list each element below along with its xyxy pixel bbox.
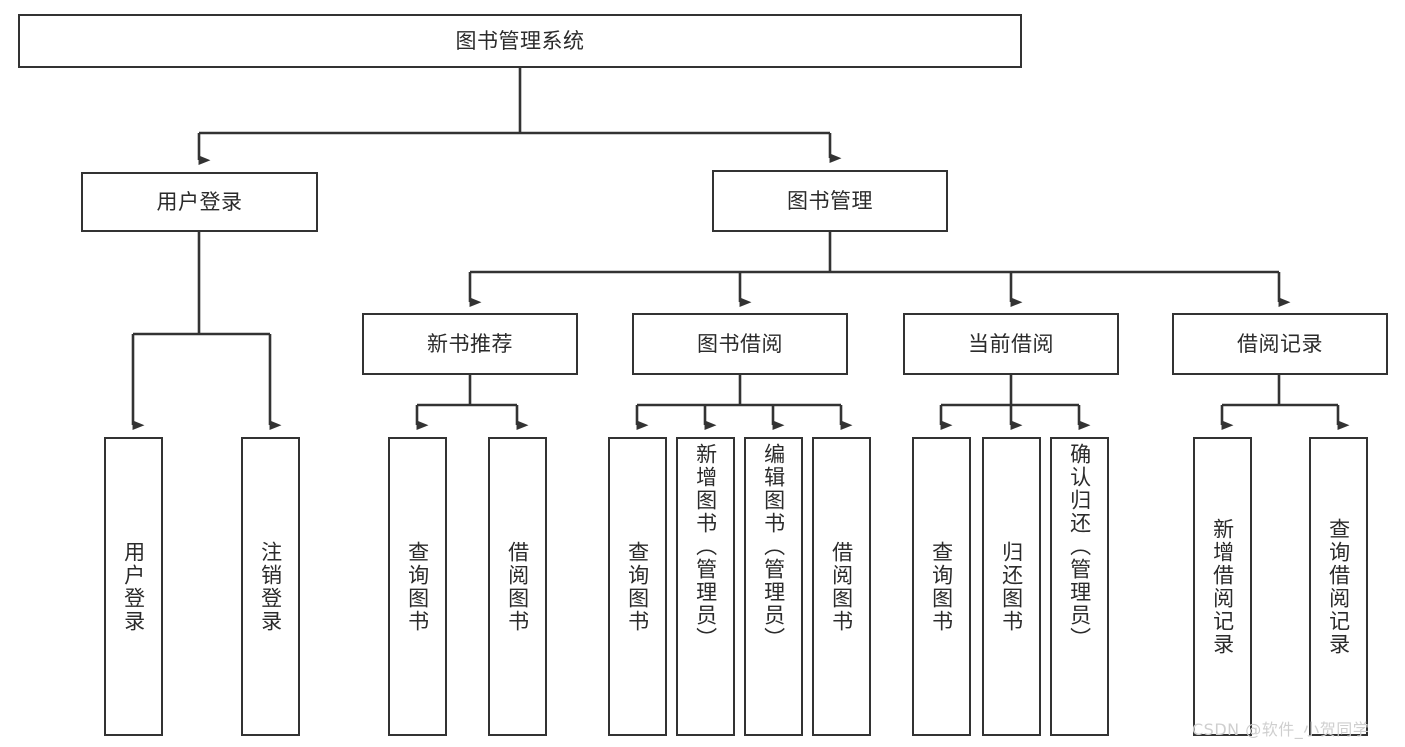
node-leaf-add-book-label: 新增图书（管理员） — [693, 443, 718, 650]
node-borrow-record[interactable]: 借阅记录 — [1172, 313, 1388, 375]
node-leaf-confirm-return[interactable]: 确认归还（管理员） — [1050, 437, 1109, 736]
node-leaf-edit-book[interactable]: 编辑图书（管理员） — [744, 437, 803, 736]
node-leaf-query-record-label: 查询借阅记录 — [1326, 517, 1351, 656]
node-leaf-query-book-3[interactable]: 查询图书 — [912, 437, 971, 736]
node-new-book-recommend-label: 新书推荐 — [427, 331, 513, 356]
node-leaf-return-book-label: 归还图书 — [999, 540, 1024, 633]
node-new-book-recommend[interactable]: 新书推荐 — [362, 313, 578, 375]
node-leaf-query-book-1-label: 查询图书 — [405, 540, 430, 633]
node-borrow-record-label: 借阅记录 — [1237, 331, 1323, 356]
node-leaf-user-login-label: 用户登录 — [121, 540, 146, 633]
node-leaf-user-login[interactable]: 用户登录 — [104, 437, 163, 736]
node-book-management-label: 图书管理 — [787, 188, 873, 213]
node-leaf-borrow-book-2-label: 借阅图书 — [829, 540, 854, 633]
node-current-borrow-label: 当前借阅 — [968, 331, 1054, 356]
node-leaf-logout-login-label: 注销登录 — [258, 540, 283, 633]
node-leaf-query-record[interactable]: 查询借阅记录 — [1309, 437, 1368, 736]
node-leaf-query-book-2[interactable]: 查询图书 — [608, 437, 667, 736]
node-leaf-add-record[interactable]: 新增借阅记录 — [1193, 437, 1252, 736]
node-leaf-borrow-book-1[interactable]: 借阅图书 — [488, 437, 547, 736]
node-current-borrow[interactable]: 当前借阅 — [903, 313, 1119, 375]
node-user-login[interactable]: 用户登录 — [81, 172, 318, 232]
node-book-management[interactable]: 图书管理 — [712, 170, 948, 232]
node-leaf-query-book-2-label: 查询图书 — [625, 540, 650, 633]
node-user-login-label: 用户登录 — [156, 189, 243, 214]
node-leaf-add-book[interactable]: 新增图书（管理员） — [676, 437, 735, 736]
node-leaf-query-book-1[interactable]: 查询图书 — [388, 437, 447, 736]
node-leaf-borrow-book-2[interactable]: 借阅图书 — [812, 437, 871, 736]
node-leaf-confirm-return-label: 确认归还（管理员） — [1067, 443, 1092, 650]
node-root[interactable]: 图书管理系统 — [18, 14, 1022, 68]
node-leaf-add-record-label: 新增借阅记录 — [1210, 517, 1235, 656]
node-leaf-edit-book-label: 编辑图书（管理员） — [761, 443, 786, 650]
node-book-borrow[interactable]: 图书借阅 — [632, 313, 848, 375]
node-leaf-query-book-3-label: 查询图书 — [929, 540, 954, 633]
node-leaf-logout-login[interactable]: 注销登录 — [241, 437, 300, 736]
node-root-label: 图书管理系统 — [455, 28, 585, 53]
node-leaf-return-book[interactable]: 归还图书 — [982, 437, 1041, 736]
node-leaf-borrow-book-1-label: 借阅图书 — [505, 540, 530, 633]
node-book-borrow-label: 图书借阅 — [697, 331, 783, 356]
